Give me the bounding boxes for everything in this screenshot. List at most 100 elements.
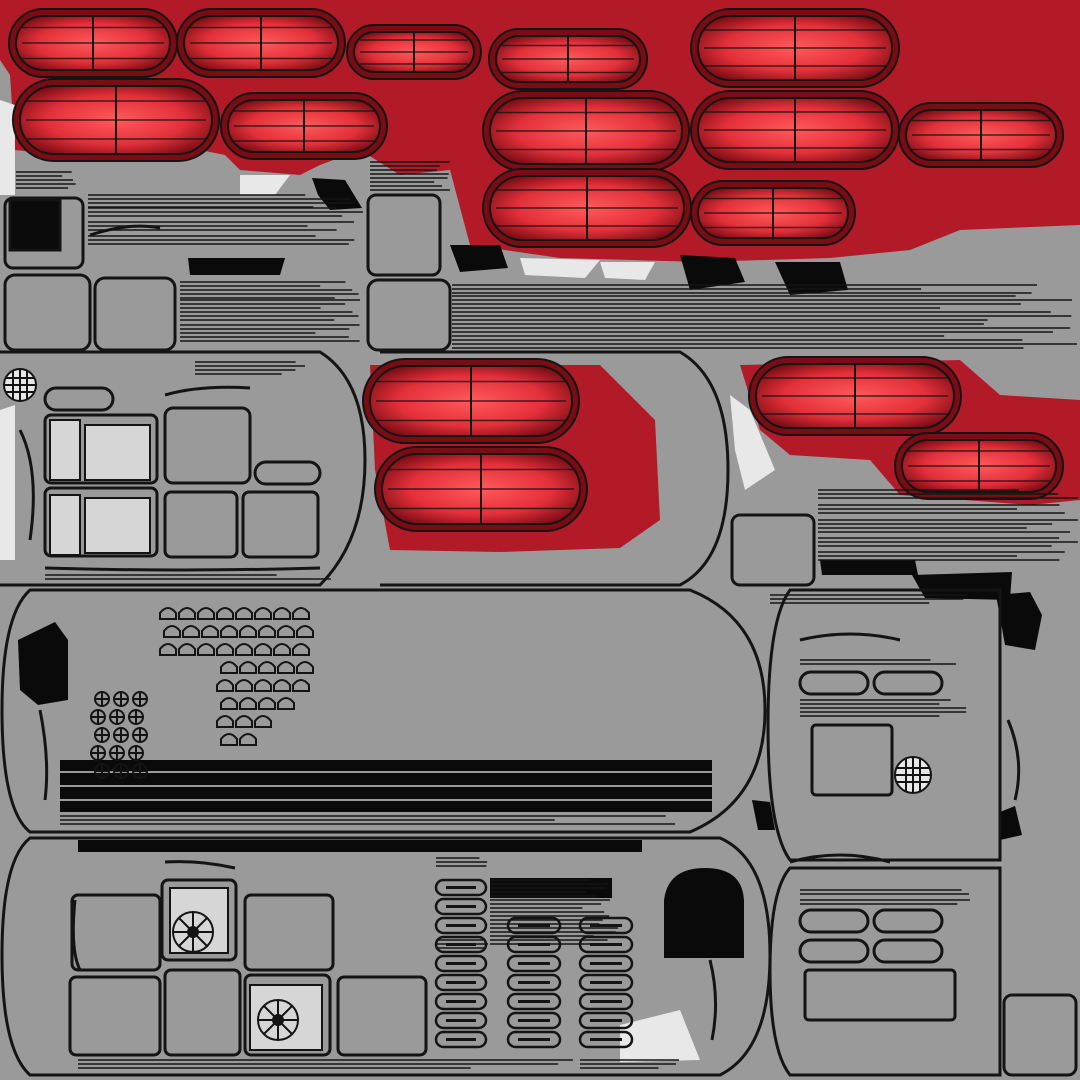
- bezel-part: [258, 661, 276, 674]
- decal-strip: [770, 594, 968, 604]
- decal-strip: [452, 343, 1077, 349]
- capsule-part: [506, 992, 562, 1011]
- bezel-part: [216, 607, 234, 620]
- capsule-part: [506, 1011, 562, 1030]
- bezel-part: [90, 709, 106, 725]
- oval-tail-light-icon: [690, 8, 900, 88]
- bezel-part: [235, 679, 253, 692]
- capsule-parts-grid: [434, 878, 634, 1049]
- bezel-part: [159, 643, 177, 656]
- bezel-part: [197, 643, 215, 656]
- capsule-part: [506, 1030, 562, 1049]
- capsule-part: [578, 1011, 634, 1030]
- bezel-part: [94, 763, 110, 779]
- bezel-part: [128, 709, 144, 725]
- bezel-part: [254, 715, 272, 728]
- decal-strip: [88, 235, 355, 245]
- bezel-part: [258, 697, 276, 710]
- decal-strip: [800, 711, 967, 717]
- decal-strip: [452, 307, 1072, 317]
- decal-strip: [16, 171, 76, 189]
- bezel-part: [220, 661, 238, 674]
- rounded-parts: [3, 193, 1078, 1077]
- decal-strip: [818, 489, 1078, 499]
- fan-icon: [257, 999, 299, 1041]
- decal-strip: [370, 161, 450, 191]
- bezel-part: [235, 715, 253, 728]
- decal-strip: [180, 299, 360, 321]
- decal-strip: [45, 574, 331, 580]
- bezel-part: [90, 745, 106, 761]
- decal-strip: [818, 504, 1065, 514]
- oval-tail-light-icon: [374, 446, 588, 532]
- capsule-part: [578, 992, 634, 1011]
- oval-tail-light-icon: [898, 102, 1064, 168]
- bezel-part: [235, 607, 253, 620]
- decal-strip: [818, 551, 1065, 561]
- capsule-part: [434, 916, 488, 935]
- bezel-part: [296, 625, 314, 638]
- decal-strip: [88, 194, 354, 208]
- decal-strip: [580, 1059, 679, 1069]
- bezel-part: [235, 643, 253, 656]
- capsule-part: [578, 935, 634, 954]
- decal-strip: [180, 281, 359, 299]
- bezel-part: [216, 679, 234, 692]
- capsule-part: [434, 897, 488, 916]
- capsule-part: [506, 973, 562, 992]
- oval-tail-light-icon: [690, 180, 856, 246]
- bezel-part: [132, 691, 148, 707]
- oval-tail-light-icon: [482, 168, 692, 248]
- capsule-part: [506, 916, 562, 935]
- bezel-part: [239, 697, 257, 710]
- decal-strip: [800, 889, 970, 895]
- decal-strip: [436, 857, 488, 867]
- decal-strip: [452, 284, 1037, 294]
- decal-strip: [88, 207, 363, 217]
- bezel-part: [113, 691, 129, 707]
- bezel-part: [273, 679, 291, 692]
- fan-icon: [172, 911, 214, 953]
- decal-strip: [800, 899, 970, 905]
- decal-strip: [818, 537, 1078, 547]
- bezel-part: [109, 745, 125, 761]
- decal-strip: [490, 879, 610, 917]
- bezel-part: [94, 727, 110, 743]
- bezel-part: [239, 625, 257, 638]
- oval-tail-light-icon: [690, 90, 900, 170]
- bezel-part: [220, 733, 238, 746]
- decal-strip: [195, 361, 305, 375]
- bezel-part: [163, 625, 181, 638]
- capsule-part: [578, 1030, 634, 1049]
- bezel-part: [277, 661, 295, 674]
- oval-tail-light-icon: [894, 432, 1064, 500]
- bezel-part: [178, 607, 196, 620]
- capsule-part: [434, 935, 488, 954]
- bezel-part: [277, 697, 295, 710]
- capsule-part: [434, 954, 488, 973]
- decal-strip: [800, 699, 967, 709]
- bezel-part: [159, 607, 177, 620]
- bezel-part: [254, 679, 272, 692]
- bezel-part: [113, 727, 129, 743]
- bezel-part: [220, 625, 238, 638]
- bezel-part: [254, 607, 272, 620]
- bezel-part: [292, 679, 310, 692]
- bezel-part: [254, 643, 272, 656]
- decal-strip: [452, 295, 1072, 305]
- bezel-part: [292, 643, 310, 656]
- capsule-part: [506, 954, 562, 973]
- bezel-part: [132, 763, 148, 779]
- oval-tail-light-icon: [482, 90, 690, 172]
- tail-light-group: [8, 8, 1064, 532]
- bezel-part: [182, 625, 200, 638]
- oval-tail-light-icon: [346, 24, 482, 80]
- decal-strip: [180, 324, 360, 342]
- bezel-part: [273, 643, 291, 656]
- trim-curves: [18, 224, 1021, 1041]
- bezel-part: [216, 643, 234, 656]
- bezel-part: [239, 661, 257, 674]
- capsule-part: [578, 954, 634, 973]
- capsule-part: [434, 973, 488, 992]
